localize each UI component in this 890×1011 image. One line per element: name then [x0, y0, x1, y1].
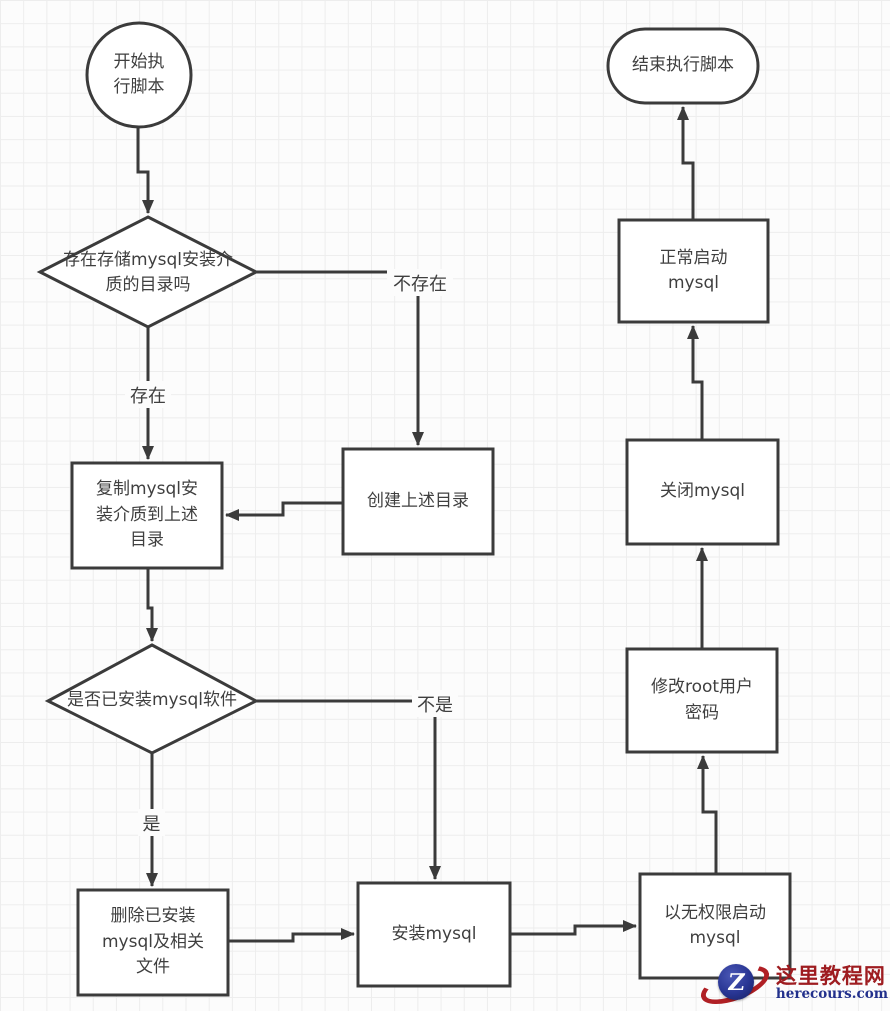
site-logo: Z [695, 957, 775, 1011]
logo-letter: Z [725, 968, 747, 996]
watermark-site-name: 这里教程网 [775, 962, 886, 988]
end-node-shape [606, 27, 760, 105]
arrow-remove-to-install [228, 928, 355, 943]
watermark-site-domain: herecours.com [775, 985, 888, 1002]
arrow-checkdir-to-createdir [256, 270, 424, 446]
createdir-node-shape [341, 447, 495, 556]
checkdir-decision-shape [36, 215, 260, 329]
arrow-startnormal-to-end [677, 106, 695, 220]
site-watermark: Z 这里教程网 herecours.com [695, 957, 888, 1011]
arrow-copymedia-to-checkinstalled [146, 568, 158, 642]
arrow-createdir-to-copymedia [225, 501, 343, 521]
arrow-checkinstalled-to-install [256, 699, 441, 880]
arrow-install-to-nopriv [510, 920, 637, 936]
startnormal-node-shape [617, 218, 770, 324]
password-node-shape [625, 647, 779, 754]
stop-node-shape [625, 438, 780, 546]
arrow-start-to-checkdir [136, 128, 154, 214]
logo-circle-icon: Z [717, 964, 754, 1000]
install-node-shape [356, 881, 512, 988]
nopriv-node-shape [638, 872, 792, 980]
arrow-nopriv-to-password [697, 755, 718, 874]
start-node-shape [85, 21, 193, 129]
arrow-stop-to-startnormal [687, 325, 704, 440]
copymedia-node-shape [70, 461, 224, 570]
remove-node-shape [76, 888, 230, 997]
checkinstalled-decision-shape [44, 643, 260, 755]
